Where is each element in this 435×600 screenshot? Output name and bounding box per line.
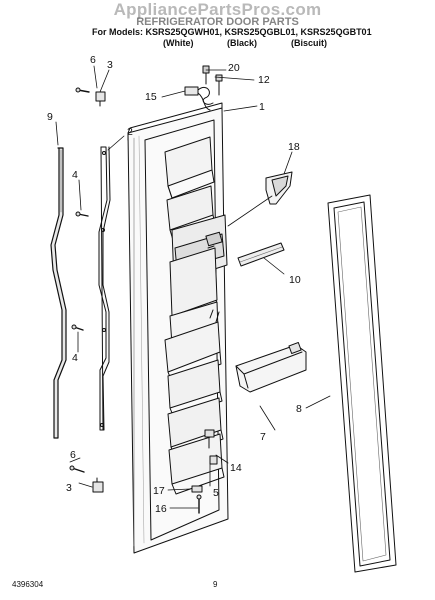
- hinge-screw-top: [75, 87, 90, 93]
- door-strap-part: [98, 146, 111, 431]
- watermark-text: AppliancePartsPros.com: [113, 0, 322, 19]
- callout-4-upper: 4: [72, 169, 78, 181]
- variant-biscuit: (Biscuit): [291, 38, 327, 48]
- screw-upper: [75, 211, 89, 217]
- callout-12: 12: [258, 74, 270, 86]
- callout-8: 8: [296, 403, 302, 415]
- variant-white: (White): [163, 38, 194, 48]
- callout-3-top: 3: [107, 59, 113, 71]
- callout-3-bottom: 3: [66, 482, 72, 494]
- callout-20: 20: [228, 62, 240, 74]
- callout-7: 7: [260, 431, 266, 443]
- callout-6-top: 6: [90, 54, 96, 66]
- door-gasket-part: [327, 194, 397, 573]
- callout-6-bottom: 6: [70, 449, 76, 461]
- callout-15: 15: [145, 91, 157, 103]
- wire-harness-part: [184, 65, 223, 111]
- bottom-hinge-parts: [191, 429, 218, 514]
- callout-18: 18: [288, 141, 300, 153]
- callout-17: 17: [153, 485, 165, 497]
- callout-2: 2: [127, 126, 133, 138]
- bottom-bin-part: [235, 342, 307, 393]
- hinge-block-bottom: [92, 477, 104, 493]
- callout-14: 14: [230, 462, 242, 474]
- wavy-strip-part: [50, 147, 67, 439]
- models-line: For Models: KSRS25QGWH01, KSRS25QGBL01, …: [92, 27, 372, 37]
- doc-number: 4396304: [12, 580, 44, 589]
- callout-5: 5: [213, 487, 219, 499]
- callout-10: 10: [289, 274, 301, 286]
- diagram-title: REFRIGERATOR DOOR PARTS: [136, 16, 299, 28]
- variant-black: (Black): [227, 38, 258, 48]
- callout-4-lower: 4: [72, 352, 78, 364]
- door-liner-part: [127, 102, 229, 554]
- trim-strip-part: [237, 242, 285, 267]
- ice-chute-part: [265, 171, 293, 205]
- callout-1: 1: [259, 101, 265, 113]
- callout-9: 9: [47, 111, 53, 123]
- callout-16: 16: [155, 503, 167, 515]
- leader-lines: [55, 65, 331, 509]
- hinge-block-top: [95, 91, 106, 107]
- screw-lower: [71, 324, 84, 331]
- hinge-screw-bottom: [69, 465, 85, 473]
- page-number: 9: [213, 580, 218, 589]
